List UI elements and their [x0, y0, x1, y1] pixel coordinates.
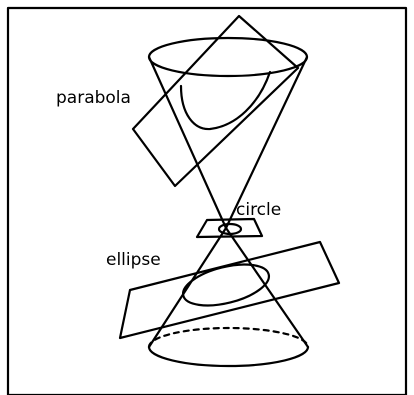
- ellipse-plane: [118, 240, 341, 340]
- frame-border: [6, 6, 408, 395]
- circle-plane: [195, 217, 264, 239]
- lower-cone-base-front: [147, 345, 310, 368]
- parabola-plane: [131, 14, 300, 188]
- upper-cone-right-side: [224, 55, 309, 230]
- upper-cone-rim: [147, 36, 309, 78]
- ellipse-section: [181, 263, 271, 307]
- circle-label: circle: [236, 200, 281, 220]
- lower-cone-base-back: [147, 326, 310, 349]
- parabola-curve: [179, 70, 272, 131]
- parabola-label: parabola: [56, 88, 131, 108]
- lower-cone-right-side: [224, 226, 310, 349]
- ellipse-label: ellipse: [106, 250, 161, 270]
- upper-cone-left-side: [147, 55, 228, 230]
